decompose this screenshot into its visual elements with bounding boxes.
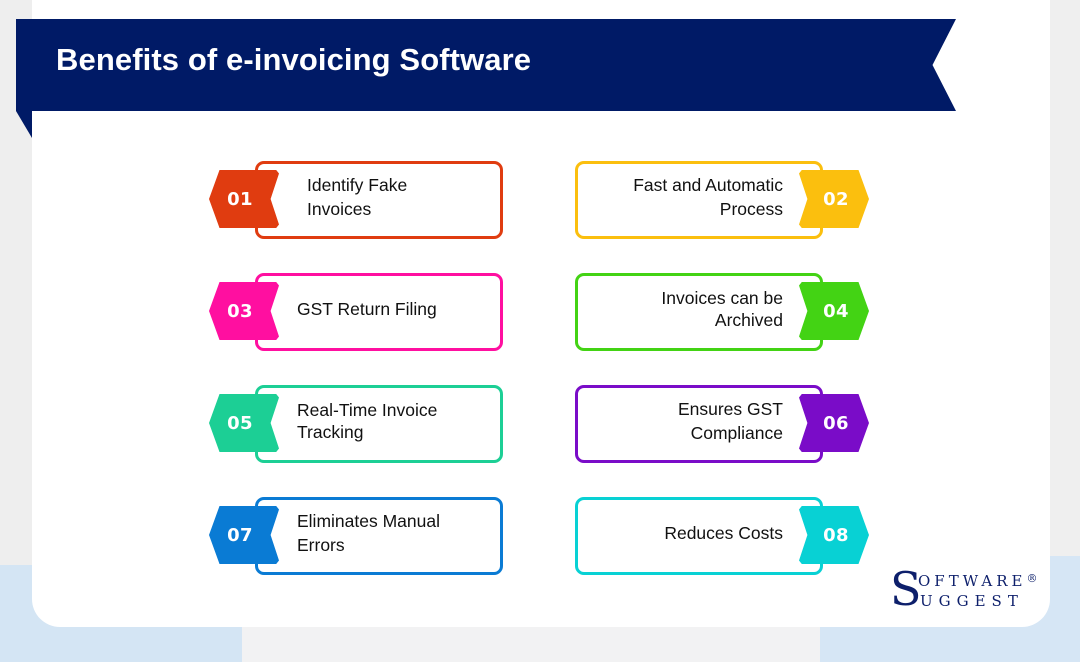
benefit-item-05: 05 Real-Time Invoice Tracking [209,385,509,463]
page-title: Benefits of e-invoicing Software [56,42,532,77]
logo-initial: S [890,562,922,616]
number-badge: 06 [799,394,869,452]
number-badge: 08 [799,506,869,564]
benefit-label: Identify Fake Invoices [307,175,408,219]
logo-line-2: UGGEST [920,592,1024,610]
benefit-label: Ensures GST Compliance [677,399,783,443]
benefit-box [575,385,823,463]
number-badge: 04 [799,282,869,340]
benefit-item-07: 07 Eliminates Manual Errors [209,497,509,575]
benefit-label: Invoices can be Archived [661,288,783,330]
benefit-box [255,273,503,351]
benefit-box [255,161,503,239]
benefit-label: GST Return Filing [297,299,437,319]
benefit-label: Real-Time Invoice Tracking [297,400,438,442]
benefit-label: Fast and Automatic Process [633,175,783,219]
background-strip-right [1050,0,1080,556]
benefit-item-03: 03 GST Return Filing [209,273,509,351]
benefit-item-02: 02 Fast and Automatic Process [575,161,875,239]
benefit-item-06: 06 Ensures GST Compliance [575,385,875,463]
number-badge: 01 [209,170,279,228]
benefit-item-01: 01 Identify Fake Invoices [209,161,509,239]
title-banner [16,19,956,111]
benefit-box [255,385,503,463]
number-badge: 02 [799,170,869,228]
benefit-label: Eliminates Manual Errors [297,511,440,555]
benefit-box [575,273,823,351]
registered-mark: ® [1026,572,1038,585]
benefit-item-04: 04 Invoices can be Archived [575,273,875,351]
softwaresuggest-logo: S OFTWARE® UGGEST [890,566,1040,614]
benefit-item-08: 08 Reduces Costs [575,497,875,575]
number-badge: 07 [209,506,279,564]
benefit-label: Reduces Costs [664,523,783,543]
number-badge: 03 [209,282,279,340]
number-badge: 05 [209,394,279,452]
logo-line-1: OFTWARE® [918,572,1038,590]
